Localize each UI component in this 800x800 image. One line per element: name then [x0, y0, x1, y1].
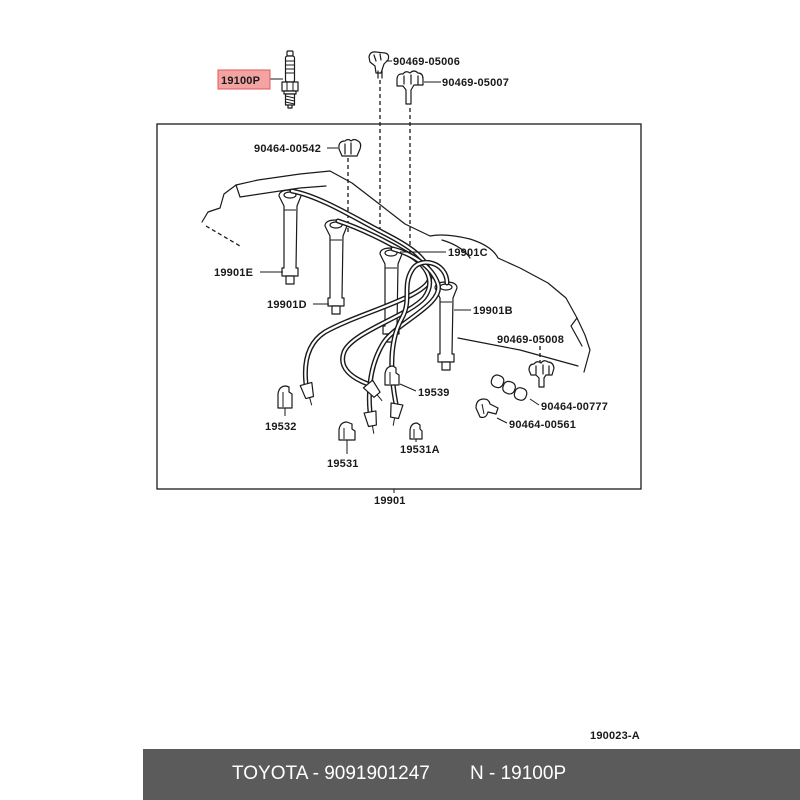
footer-reference: N - 19100P	[470, 763, 567, 784]
footer-brand-part-number: TOYOTA - 9091901247	[232, 763, 430, 784]
callout-19901C: 19901C	[448, 247, 488, 259]
callout-19901B: 19901B	[473, 305, 513, 317]
callout-19901E: 19901E	[214, 267, 253, 279]
callout-90464-00777: 90464-00777	[541, 401, 608, 413]
callout-90469-05008: 90469-05008	[497, 334, 564, 346]
clip-90464-00777-drawing	[490, 374, 528, 401]
clip-90464-00542-drawing	[338, 138, 362, 157]
callout-19901: 19901	[374, 495, 406, 507]
holder-19532-drawing	[277, 385, 293, 409]
highlight-box-19100P	[217, 69, 271, 90]
callout-90464-00561: 90464-00561	[509, 419, 576, 431]
callout-19539: 19539	[418, 387, 450, 399]
holder-19531-drawing	[338, 421, 356, 441]
distributor-boot-1	[299, 381, 315, 406]
clip-90464-00561-drawing	[475, 398, 499, 419]
holder-19531A-drawing	[409, 422, 423, 440]
distributor-boot-3	[363, 410, 377, 434]
callout-19901D: 19901D	[267, 299, 307, 311]
ignition-wires	[289, 188, 450, 415]
clamp-90469-05007-drawing	[396, 70, 424, 105]
leader-90464-00777	[529, 398, 540, 406]
distributor-boot-4	[390, 402, 404, 426]
callout-19532: 19532	[265, 421, 297, 433]
callout-19531A: 19531A	[400, 444, 440, 456]
clamp-90469-05008-drawing	[528, 360, 555, 388]
clamp-90469-05006-drawing	[368, 51, 390, 79]
cord-set-frame	[156, 123, 642, 490]
product-footer-bar: TOYOTA - 9091901247 N - 19100P	[143, 749, 800, 800]
distributor-boot-2	[362, 379, 383, 402]
callout-90469-05007: 90469-05007	[442, 77, 509, 89]
callout-90469-05006: 90469-05006	[393, 56, 460, 68]
engine-cover-outline	[201, 170, 591, 373]
plug-cord-19901D-boot	[324, 219, 348, 315]
leader-90464-00561	[496, 417, 508, 424]
plug-cord-19901E-boot	[278, 189, 302, 285]
callout-90464-00542: 90464-00542	[254, 143, 321, 155]
callout-19531: 19531	[327, 458, 359, 470]
holder-19539-drawing	[384, 365, 400, 386]
diagram-code: 190023-A	[590, 730, 640, 742]
callout-19100P: 19100P	[221, 75, 260, 87]
leader-19539	[399, 383, 417, 392]
spark-plug-drawing	[281, 50, 299, 109]
